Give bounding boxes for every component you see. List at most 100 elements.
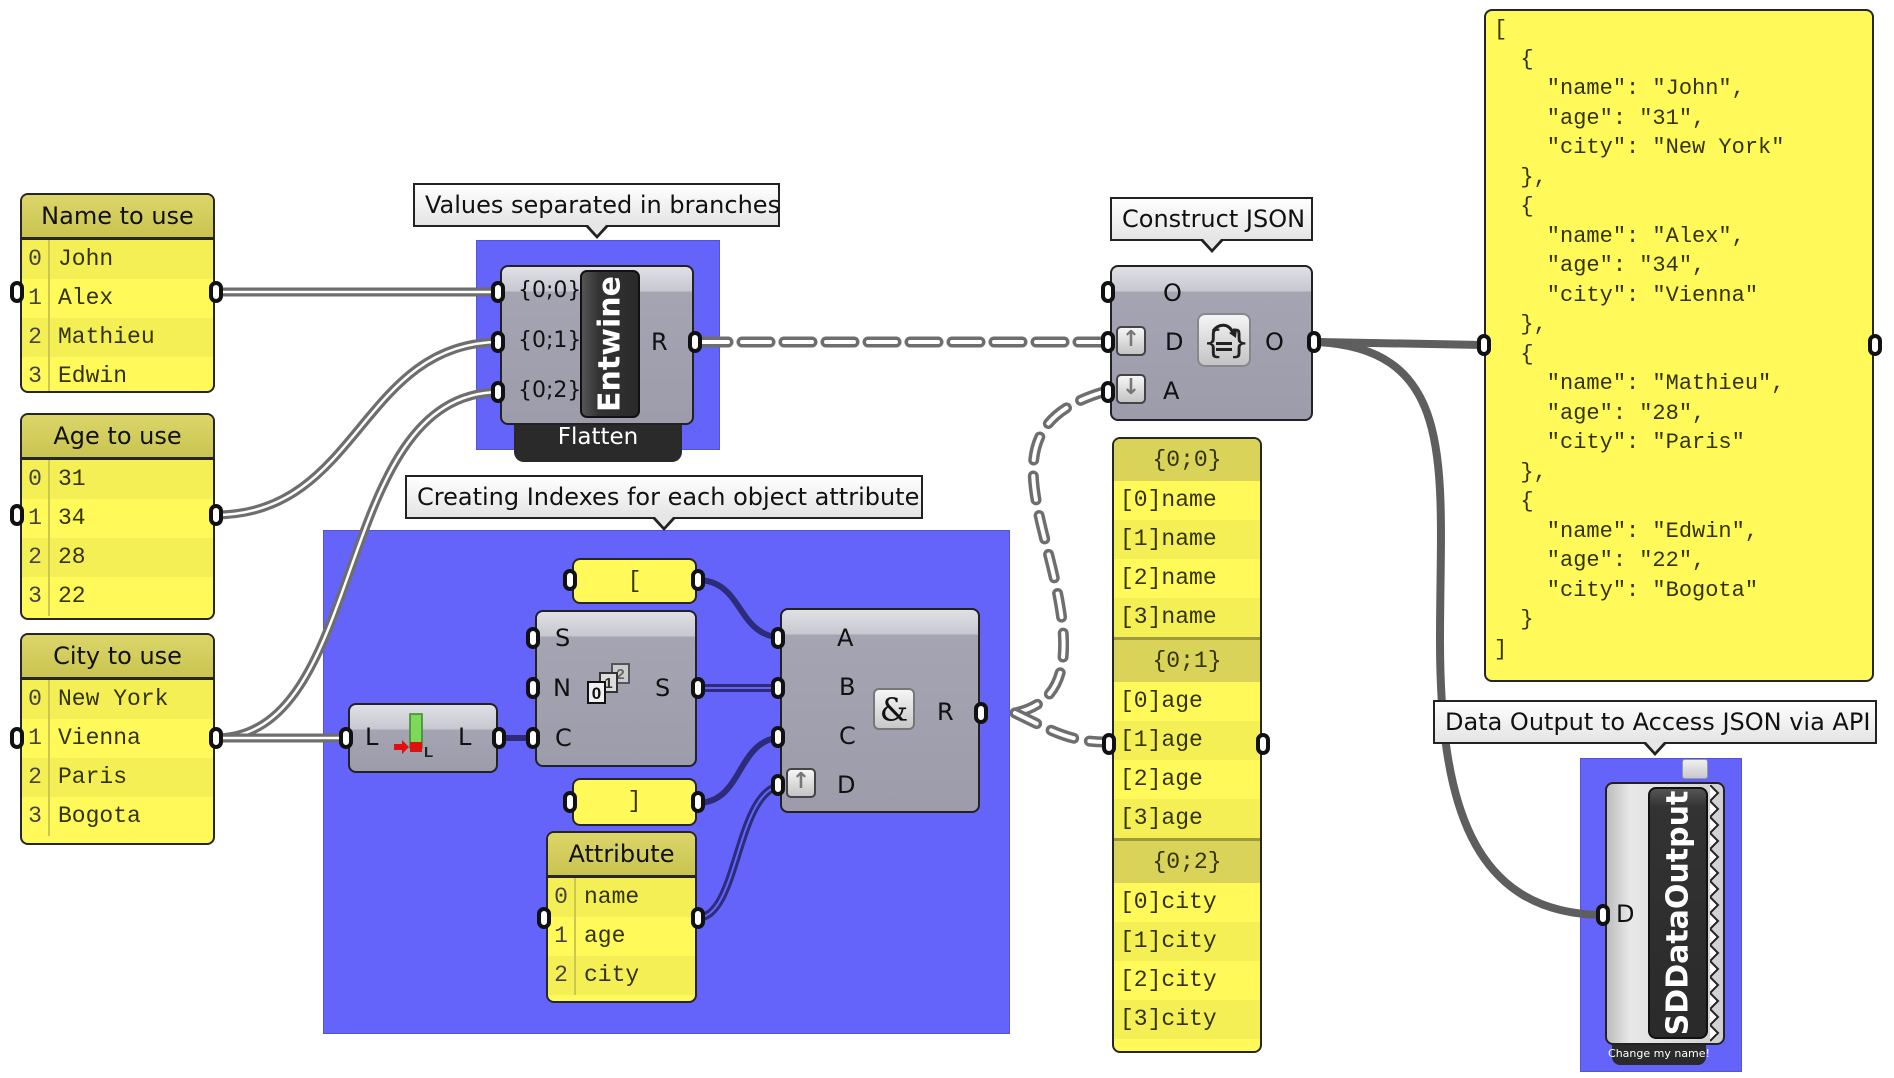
json-panel-output-port[interactable]: [1868, 334, 1882, 356]
entwine-input-0-label: {0;0}: [518, 278, 582, 303]
name-panel-output-port[interactable]: [209, 281, 223, 303]
series-input-s-port[interactable]: [526, 627, 540, 649]
item-value: city: [584, 962, 640, 988]
item-index: 2: [22, 538, 50, 577]
concat-input-d-label: D: [837, 771, 856, 799]
list-item: [1]age: [1114, 721, 1260, 760]
item-value: Alex: [58, 285, 114, 311]
json-output-panel[interactable]: [ { "name": "John", "age": "31", "city":…: [1484, 9, 1874, 682]
list-length-input-port[interactable]: [339, 727, 353, 749]
city-panel-output-port[interactable]: [209, 727, 223, 749]
list-item: 0 John: [22, 240, 213, 279]
list-item: [0]city: [1120, 889, 1217, 915]
concat-input-a-label: A: [837, 624, 854, 652]
item-index: 2: [22, 758, 50, 797]
sd-output-name: SDDataOutput: [1660, 790, 1696, 1036]
open-bracket-input-port[interactable]: [563, 569, 577, 591]
item-index: 3: [22, 577, 50, 616]
entwine-input-2-port[interactable]: [491, 381, 505, 403]
list-item: [2]age: [1120, 766, 1203, 792]
entwine-output-label: R: [651, 328, 668, 356]
close-bracket-output-port[interactable]: [691, 791, 705, 813]
construct-a-flatten-icon[interactable]: ↓: [1116, 374, 1146, 404]
open-bracket-panel[interactable]: [: [572, 558, 697, 604]
list-item: [1]name: [1114, 520, 1260, 559]
branch-panel-output-port[interactable]: [1256, 733, 1270, 755]
item-value: New York: [58, 686, 169, 712]
json-panel-input-port[interactable]: [1477, 334, 1491, 356]
concat-input-c-port[interactable]: [771, 726, 785, 748]
wire-construct-to-json: [1314, 338, 1487, 349]
construct-input-d-port[interactable]: [1101, 331, 1115, 353]
series-icon: 2 1 0: [585, 660, 635, 710]
construct-input-o-port[interactable]: [1101, 281, 1115, 303]
wire-concat-to-construct: [1009, 386, 1109, 719]
construct-input-a-port[interactable]: [1101, 381, 1115, 403]
concat-d-graft-icon[interactable]: ↑: [786, 768, 816, 798]
construct-output-port[interactable]: [1307, 331, 1321, 353]
item-index: 0: [22, 680, 50, 719]
item-value: age: [584, 923, 626, 949]
city-panel-input-port[interactable]: [10, 727, 24, 749]
list-item: 1 34: [22, 499, 213, 538]
item-value: John: [58, 246, 114, 272]
list-item: 3 22: [22, 577, 213, 616]
concat-input-d-port[interactable]: [771, 774, 785, 796]
attribute-panel-title: Attribute: [548, 833, 695, 878]
item-index: 3: [22, 797, 50, 836]
series-input-n-port[interactable]: [526, 677, 540, 699]
sd-output-message-icon: [1682, 759, 1708, 779]
name-panel-input-port[interactable]: [10, 281, 24, 303]
construct-d-graft-icon[interactable]: ↑: [1116, 326, 1146, 356]
series-input-n-label: N: [553, 674, 571, 702]
construct-input-d-label: D: [1165, 328, 1184, 356]
entwine-output-port[interactable]: [688, 331, 702, 353]
list-item: [1]city: [1114, 922, 1260, 961]
item-value: 22: [58, 583, 86, 609]
entwine-input-1-port[interactable]: [491, 331, 505, 353]
series-input-c-port[interactable]: [526, 727, 540, 749]
attribute-input-port[interactable]: [537, 907, 551, 929]
entwine-input-1-label: {0;1}: [518, 328, 582, 353]
wire-concat-to-branchpanel: [1009, 707, 1111, 748]
concat-input-a-port[interactable]: [771, 627, 785, 649]
item-value: name: [584, 884, 640, 910]
branch-0: {0;0} [0]name [1]name [2]name [3]name: [1114, 439, 1260, 637]
open-bracket-output-port[interactable]: [691, 569, 705, 591]
branch-path: {0;2}: [1114, 841, 1260, 883]
entwine-input-0-port[interactable]: [491, 281, 505, 303]
svg-text:1: 1: [604, 675, 612, 692]
list-item: [3]city: [1114, 1000, 1260, 1039]
series-component[interactable]: [535, 610, 697, 767]
attribute-output-port[interactable]: [691, 907, 705, 929]
age-panel-input-port[interactable]: [10, 504, 24, 526]
close-bracket-panel[interactable]: ]: [572, 778, 697, 826]
series-input-c-label: C: [555, 724, 572, 752]
concat-output-port[interactable]: [974, 702, 988, 724]
item-index: 1: [22, 499, 50, 538]
sd-output-nickname: Change my name!: [1608, 1047, 1710, 1060]
series-output-port[interactable]: [691, 677, 705, 699]
item-value: 34: [58, 505, 86, 531]
branch-panel-input-port[interactable]: [1102, 733, 1116, 755]
branch-panel[interactable]: {0;0} [0]name [1]name [2]name [3]name {0…: [1112, 437, 1262, 1053]
item-value: Vienna: [58, 725, 141, 751]
entwine-flatten-label: Flatten: [557, 424, 639, 450]
item-index: 0: [22, 240, 50, 279]
age-panel-output-port[interactable]: [209, 504, 223, 526]
list-length-output-label: L: [458, 723, 472, 751]
close-bracket-input-port[interactable]: [563, 791, 577, 813]
list-length-output-port[interactable]: [492, 727, 506, 749]
concat-input-b-port[interactable]: [771, 677, 785, 699]
sd-output-input-port[interactable]: [1596, 904, 1610, 926]
